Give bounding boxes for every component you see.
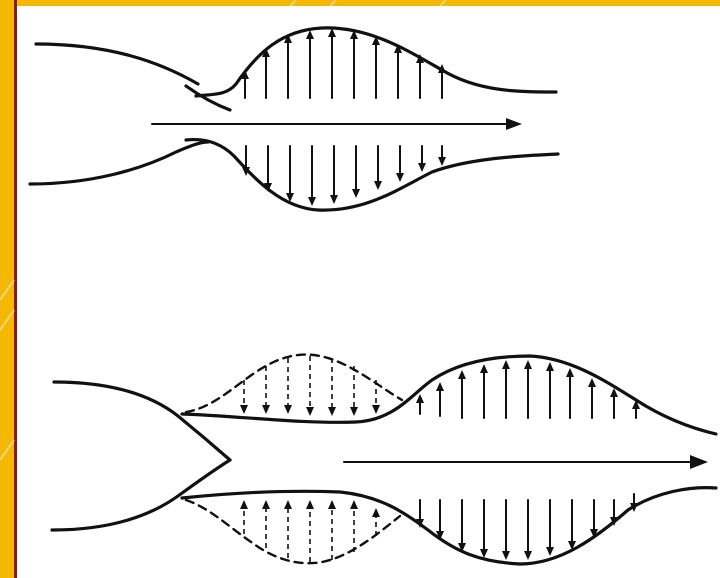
bottom-panel-dashed-upper-arrows xyxy=(240,356,380,416)
top-panel-flow-arrowhead xyxy=(506,118,522,130)
bottom-panel xyxy=(52,355,716,564)
border-decoration xyxy=(0,0,446,460)
top-panel-upper-outline xyxy=(36,28,556,96)
bottom-panel-downward-arrows xyxy=(416,494,638,560)
bottom-panel-upper-dashed xyxy=(186,355,402,412)
top-panel-lower-outline xyxy=(30,140,558,211)
bottom-panel-flow-arrowhead xyxy=(690,455,708,469)
bottom-panel-lower-outline xyxy=(182,488,716,564)
bottom-panel-entry-upper xyxy=(54,382,230,460)
top-panel xyxy=(30,28,558,210)
bottom-panel-lower-dashed xyxy=(186,500,400,563)
bottom-panel-dashed-lower-arrows xyxy=(240,500,380,562)
top-panel-upward-arrows xyxy=(241,28,446,98)
top-panel-downward-arrows xyxy=(242,146,446,206)
top-panel-upper-lip xyxy=(186,86,230,110)
